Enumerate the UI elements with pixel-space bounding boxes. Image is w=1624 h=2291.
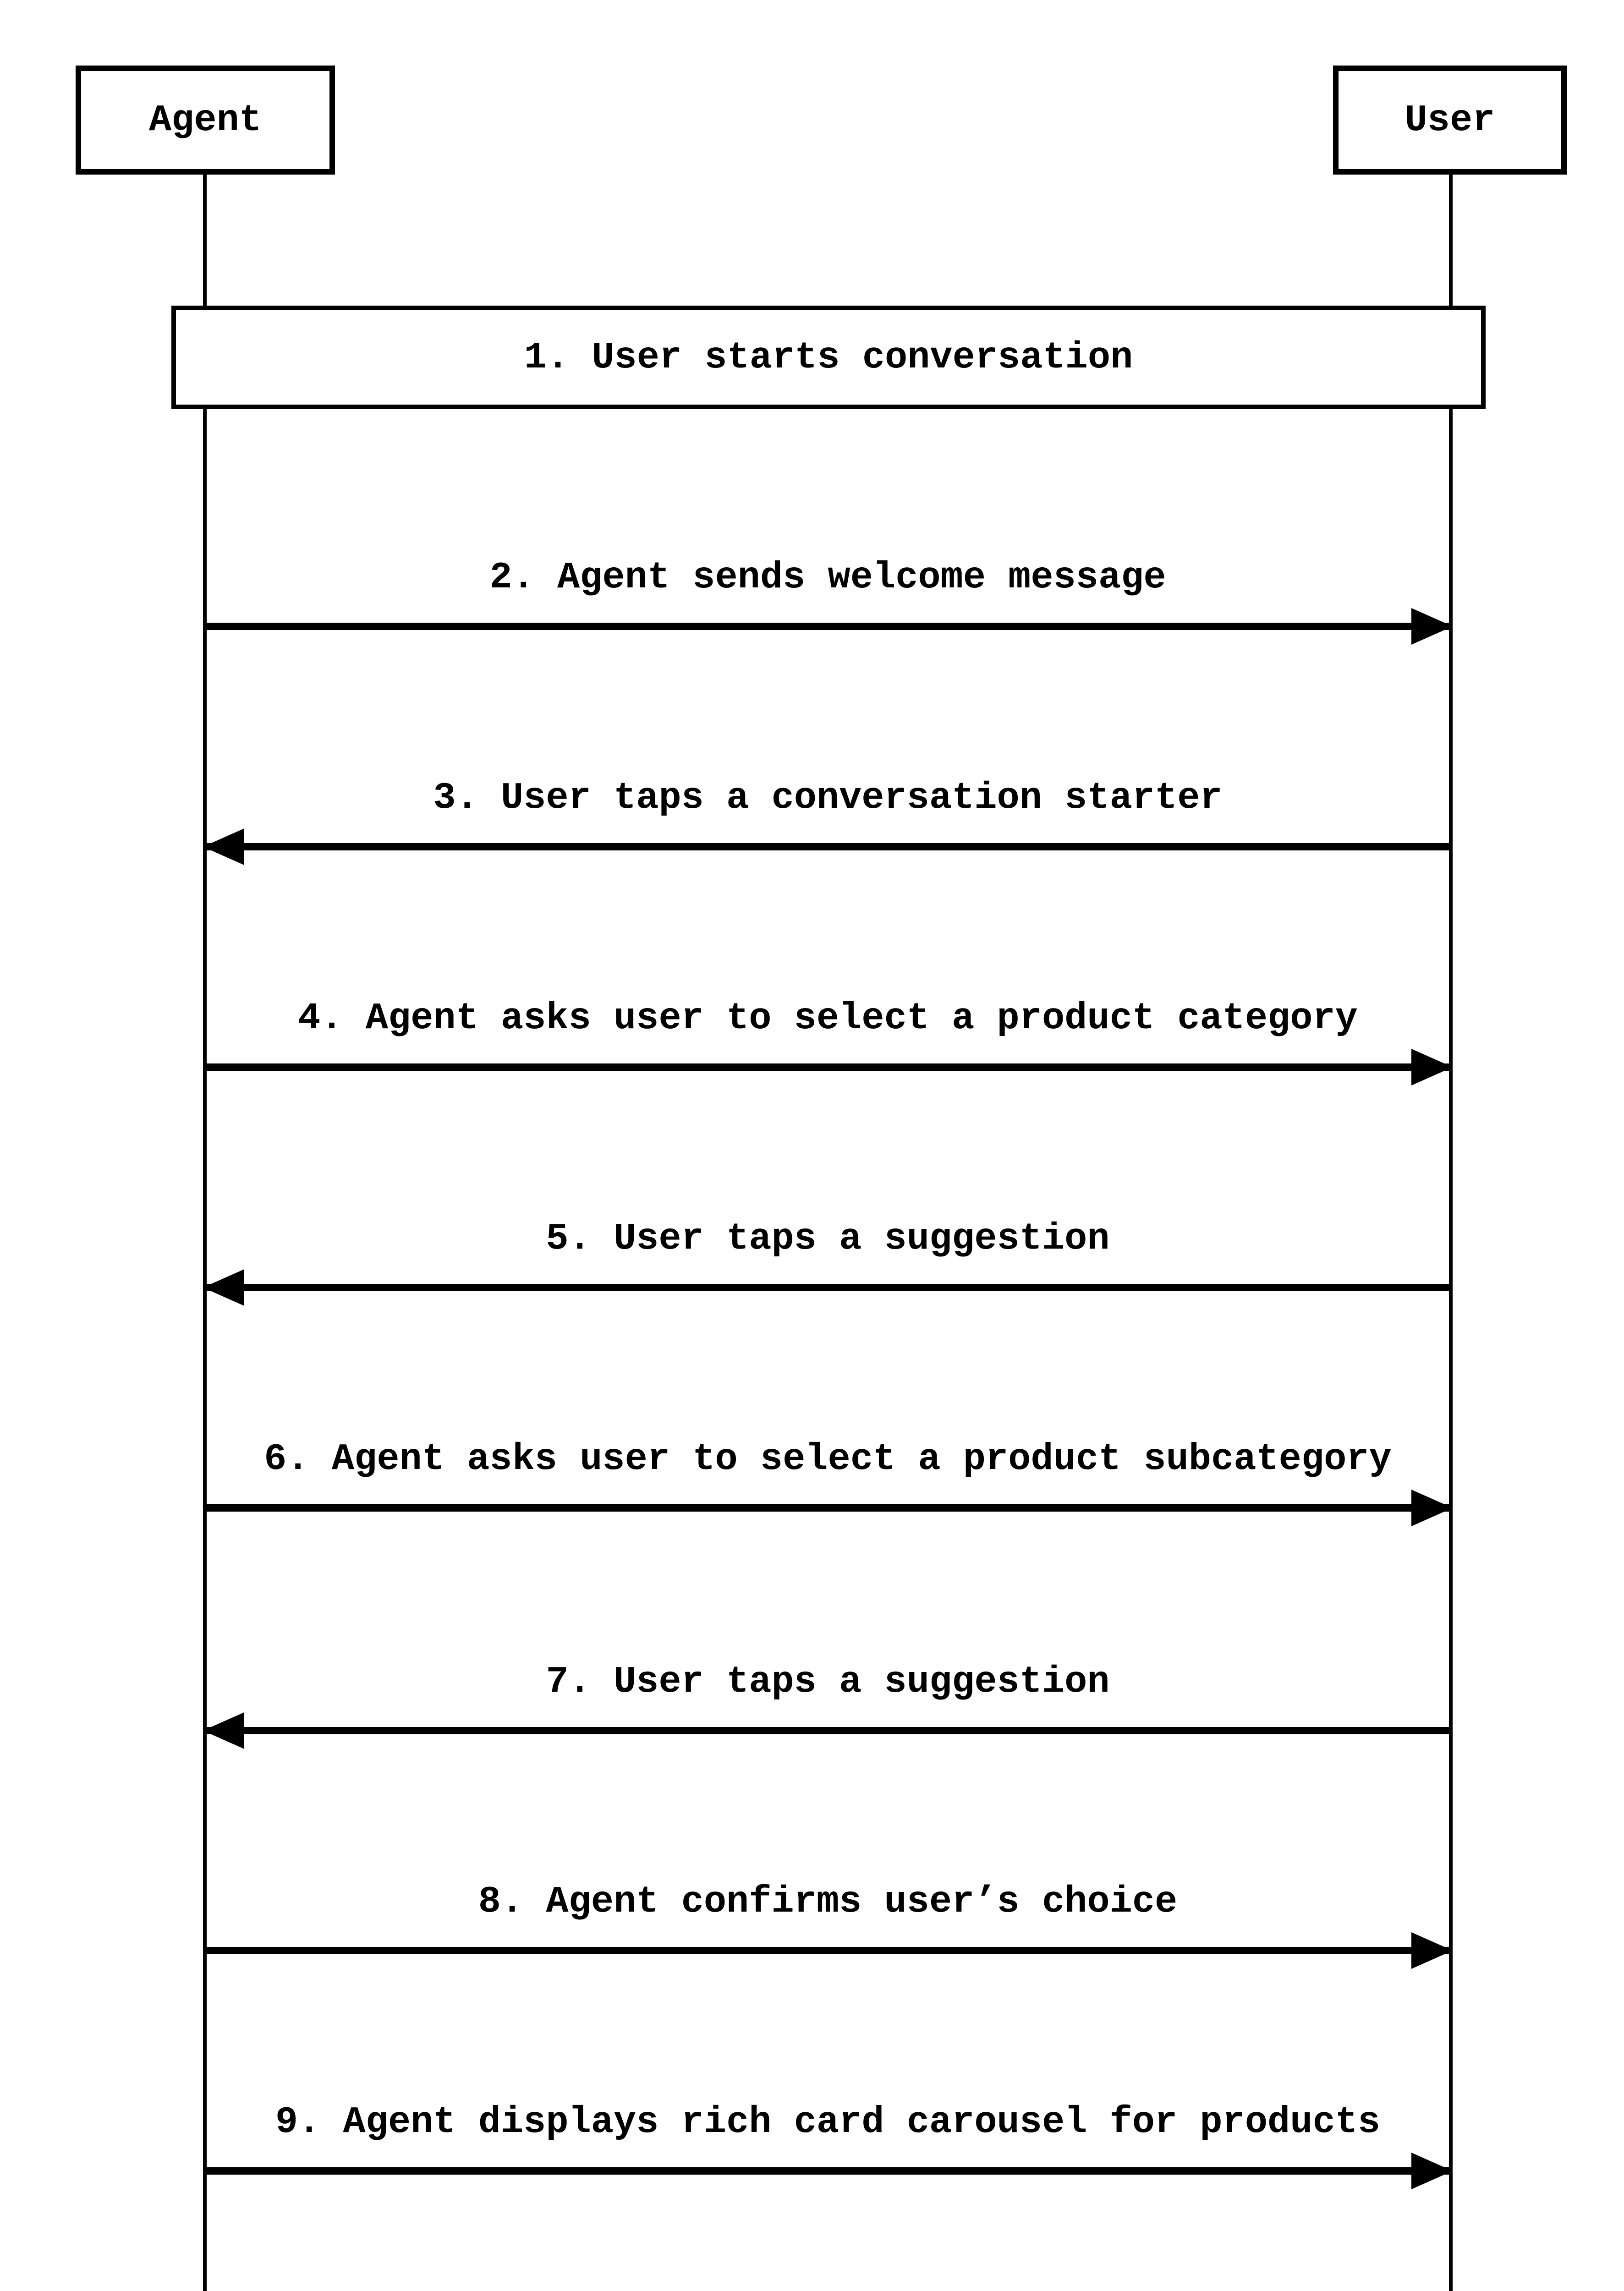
user-lifeline	[1449, 174, 1453, 2291]
arrowhead-left-icon	[203, 1269, 244, 1306]
arrow-shaft	[205, 1284, 1451, 1291]
message-label-8: 8. Agent confirms user’s choice	[478, 1880, 1178, 1923]
arrowhead-left-icon	[203, 1712, 244, 1749]
message-label-3: 3. User taps a conversation starter	[433, 777, 1223, 819]
message-label-2: 2. Agent sends welcome message	[489, 556, 1166, 599]
arrowhead-right-icon	[1411, 1932, 1453, 1969]
note-step-1: 1. User starts conversation	[171, 306, 1486, 409]
message-label-6: 6. Agent asks user to select a product s…	[264, 1438, 1392, 1480]
actor-label: Agent	[148, 99, 262, 142]
message-label-7: 7. User taps a suggestion	[546, 1661, 1110, 1703]
agent-lifeline	[203, 174, 207, 2291]
message-label-5: 5. User taps a suggestion	[546, 1217, 1110, 1260]
arrow-shaft	[205, 623, 1451, 630]
arrowhead-right-icon	[1411, 2153, 1453, 2189]
arrow-shaft	[205, 843, 1451, 850]
arrowhead-right-icon	[1411, 608, 1453, 645]
arrow-shaft	[205, 1063, 1451, 1071]
actor-box-user-top: User	[1333, 66, 1567, 175]
arrow-shaft	[205, 2167, 1451, 2175]
arrowhead-right-icon	[1411, 1490, 1453, 1526]
actor-box-agent-top: Agent	[76, 66, 335, 175]
arrow-shaft	[205, 1947, 1451, 1954]
arrowhead-left-icon	[203, 828, 244, 865]
note-label: 1. User starts conversation	[524, 336, 1133, 379]
message-label-4: 4. Agent asks user to select a product c…	[298, 997, 1358, 1040]
arrow-shaft	[205, 1504, 1451, 1512]
actor-label: User	[1405, 99, 1495, 142]
message-label-9: 9. Agent displays rich card carousel for…	[275, 2101, 1381, 2143]
arrowhead-right-icon	[1411, 1049, 1453, 1085]
arrow-shaft	[205, 1727, 1451, 1734]
